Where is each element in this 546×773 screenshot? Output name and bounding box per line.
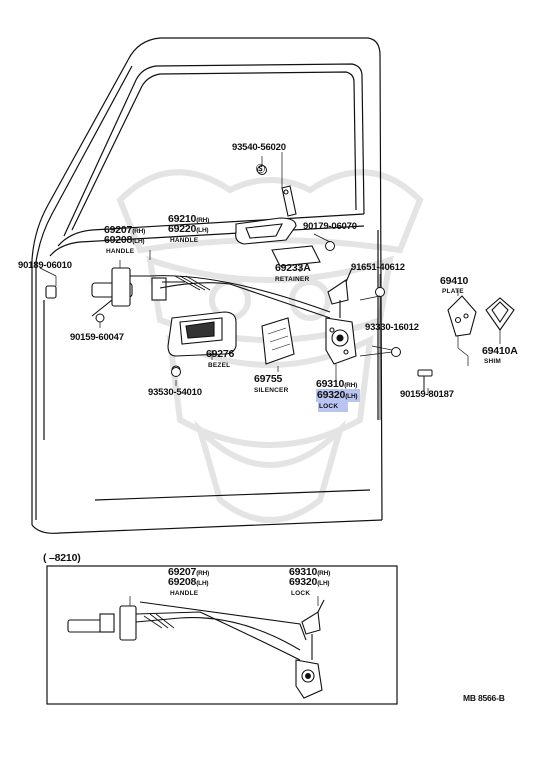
label-69207-name: HANDLE	[106, 248, 135, 255]
label-69208-side: (LH)	[132, 238, 145, 245]
inset-69208-line: 69208(LH)	[168, 576, 209, 589]
inset-lock-name: LOCK	[291, 590, 311, 597]
label-69210-name: HANDLE	[170, 237, 199, 244]
diagram-code: MB 8566-B	[463, 693, 505, 703]
label-69410: 69410	[440, 275, 469, 287]
inner-handle-69210	[235, 185, 335, 267]
label-69207-side: (RH)	[132, 228, 146, 235]
inset-69310: 69310	[289, 566, 318, 578]
label-69210-side: (RH)	[196, 217, 210, 224]
label-69410-name: PLATE	[442, 288, 464, 295]
inset-handle-name: HANDLE	[170, 590, 199, 597]
label-69410A: 69410A	[482, 345, 518, 357]
label-69210-line: 69210(RH)	[168, 214, 209, 226]
shim-69410A	[485, 297, 515, 331]
label-69755: 69755	[254, 373, 283, 385]
inset-frame	[46, 565, 398, 705]
label-69276: 69276	[206, 348, 235, 360]
inset-69207-side: (RH)	[196, 570, 210, 577]
label-69310-name: LOCK	[318, 402, 349, 412]
door-outline	[31, 37, 383, 534]
label-69320-highlight: 69320(LH)	[316, 389, 361, 402]
inset-69320-side: (LH)	[317, 580, 330, 587]
inset-69207: 69207	[168, 566, 197, 578]
silencer-69755	[261, 317, 295, 365]
label-69233A: 69233A	[275, 262, 311, 274]
label-69210: 69210	[168, 213, 197, 225]
label-69208-line: 69208(LH)	[104, 234, 145, 247]
inset-69310-line: 69310(RH)	[289, 567, 330, 579]
inset-date-range: ( –8210)	[43, 552, 81, 564]
label-69755-name: SILENCER	[254, 387, 289, 394]
label-69208: 69208	[104, 234, 133, 246]
inset-leaders	[129, 596, 319, 606]
label-69233A-name: RETAINER	[275, 276, 310, 283]
inset-69207-line: 69207(RH)	[168, 567, 209, 579]
label-90189: 90189-06010	[18, 260, 72, 271]
label-69310: 69310	[316, 378, 345, 390]
inset-69320: 69320	[289, 576, 318, 588]
label-69310-line: 69310(RH)	[316, 379, 357, 391]
label-90159-80187: 90159-80187	[400, 389, 454, 400]
fasteners	[95, 165, 433, 392]
label-69220: 69220	[168, 223, 197, 235]
label-90159-60047: 90159-60047	[70, 332, 124, 343]
label-69276-name: BEZEL	[208, 362, 231, 369]
label-69207-line: 69207(RH)	[104, 225, 145, 237]
label-93530: 93530-54010	[148, 387, 202, 398]
inset-69310-side: (RH)	[317, 570, 331, 577]
label-93540-symbol: Ⓢ	[256, 164, 265, 174]
plate-69410	[447, 295, 477, 337]
label-69320-side: (LH)	[345, 393, 358, 400]
label-69220-side: (LH)	[196, 227, 209, 234]
label-93330: 93330-16012	[365, 322, 419, 333]
inset-69320-line: 69320(LH)	[289, 576, 330, 589]
label-91651: 91651-40612	[351, 262, 405, 273]
lock-69310	[325, 267, 357, 365]
leader-lines	[39, 152, 501, 420]
outer-handle-69207	[45, 267, 331, 319]
label-69207: 69207	[104, 224, 133, 236]
label-69320: 69320	[317, 389, 346, 401]
inset-69208: 69208	[168, 576, 197, 588]
label-69410A-name: SHIM	[484, 358, 502, 365]
label-93540: 93540-56020	[232, 142, 286, 153]
inset-69208-side: (LH)	[196, 580, 209, 587]
label-69220-line: 69220(LH)	[168, 223, 209, 236]
label-90179: 90179-06070	[303, 221, 357, 232]
label-69320-line: 69320(LH)	[316, 389, 361, 402]
label-69310-side: (RH)	[344, 382, 358, 389]
inset-mechanism	[67, 599, 325, 699]
